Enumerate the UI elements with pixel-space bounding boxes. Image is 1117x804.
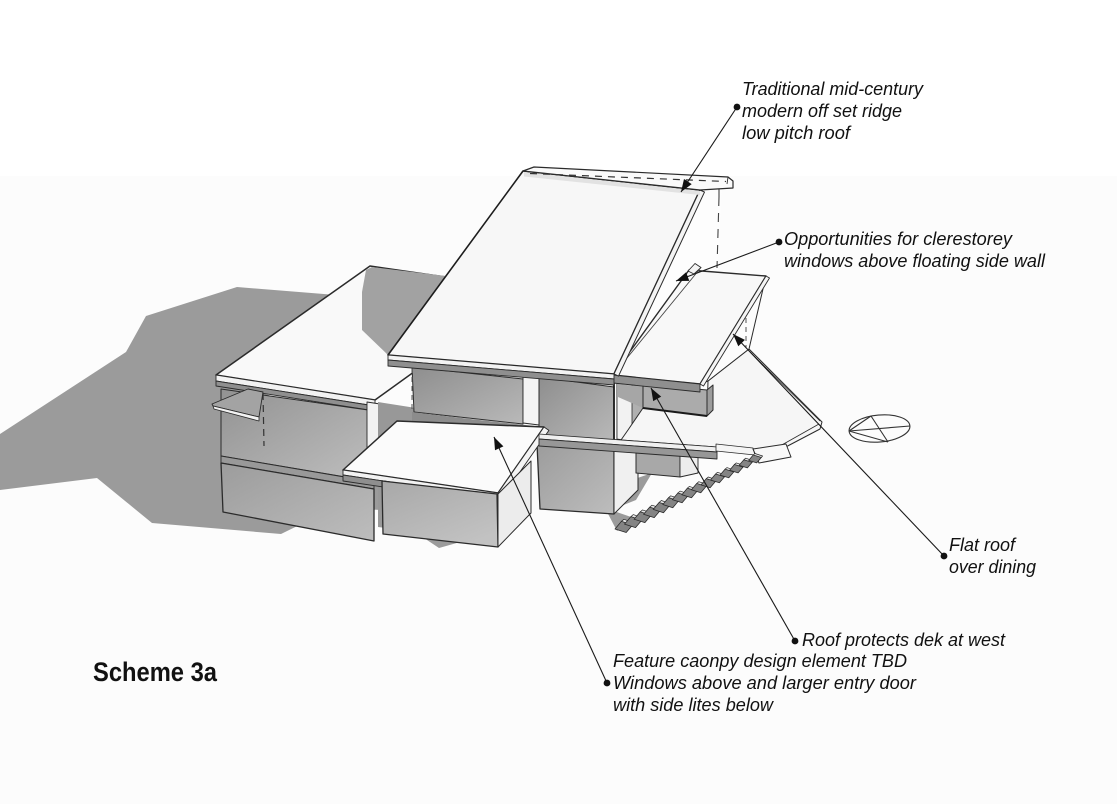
svg-text:windows above floating side wa: windows above floating side wall [784, 251, 1046, 271]
svg-text:Feature caonpy design element: Feature caonpy design element TBD [613, 651, 907, 671]
svg-text:Traditional mid-century: Traditional mid-century [742, 79, 924, 99]
svg-text:over dining: over dining [949, 557, 1036, 577]
svg-text:Opportunities for clerestorey: Opportunities for clerestorey [784, 229, 1013, 249]
svg-text:modern off set ridge: modern off set ridge [742, 101, 902, 121]
svg-text:Windows above and larger entry: Windows above and larger entry door [613, 673, 917, 693]
svg-text:Scheme 3a: Scheme 3a [93, 657, 217, 687]
svg-text:Roof protects dek at west: Roof protects dek at west [802, 630, 1006, 650]
svg-text:low pitch roof: low pitch roof [742, 123, 852, 143]
svg-text:Flat roof: Flat roof [949, 535, 1017, 555]
svg-text:with side lites below: with side lites below [613, 695, 774, 715]
